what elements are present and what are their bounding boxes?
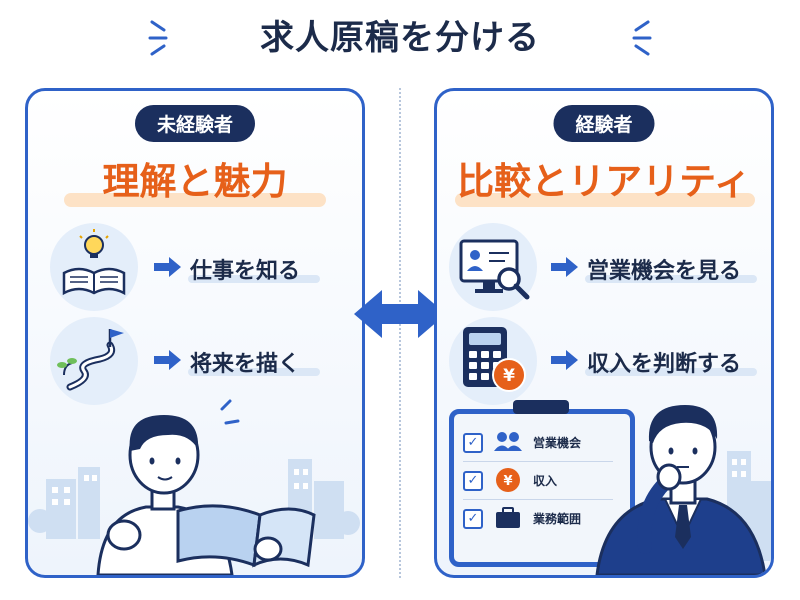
checklist-board <box>449 409 635 567</box>
arrow-right-icon <box>154 257 181 277</box>
item-label-envision-future: 将来を描く <box>190 352 301 377</box>
experienced-panel: 経験者 比較とリアリティ 営業機会を見る <box>434 88 774 578</box>
inexperienced-headline: 理解と魅力 <box>102 160 288 203</box>
inexperienced-panel: 未経験者 理解と魅力 仕事を知る <box>25 88 365 578</box>
person-reading-illustration <box>28 399 360 575</box>
winding-path-flag-icon <box>50 317 138 405</box>
inexperienced-badge: 未経験者 <box>134 105 256 142</box>
item-label-see-sales-opportunity: 営業機会を見る <box>587 259 742 284</box>
title-sparks-left <box>148 20 168 56</box>
svg-text:¥: ¥ <box>503 366 515 386</box>
checklist-rule <box>463 499 613 500</box>
checklist-label-income: 収入 <box>533 474 558 488</box>
label-underline <box>188 275 320 283</box>
checklist-label-job-scope: 業務範囲 <box>533 512 582 526</box>
clipboard-clip <box>513 400 569 414</box>
experienced-headline: 比較とリアリティ <box>457 160 751 203</box>
label-underline <box>585 368 757 376</box>
checkbox-checked-icon: ✓ <box>463 471 483 491</box>
label-underline <box>585 275 757 283</box>
yen-coin-icon: ¥ <box>496 468 520 492</box>
item-label-know-job: 仕事を知る <box>190 259 301 284</box>
svg-text:¥: ¥ <box>503 474 512 489</box>
arrow-right-icon <box>154 350 181 370</box>
item-label-judge-income: 収入を判断する <box>587 352 742 377</box>
monitor-magnifier-icon <box>449 223 537 311</box>
businessman-illustration <box>595 405 767 575</box>
arrow-right-icon <box>551 350 578 370</box>
double-arrow-icon <box>354 290 446 338</box>
title-sparks-right <box>632 20 652 56</box>
checklist-rule <box>463 461 613 462</box>
headline-highlight <box>455 193 755 207</box>
checklist-label-sales-opportunity: 営業機会 <box>533 436 582 450</box>
briefcase-icon <box>496 507 520 528</box>
label-underline <box>188 368 320 376</box>
page-title: 求人原稿を分ける <box>260 18 540 58</box>
calculator-yen-coin-icon: ¥ <box>449 317 537 405</box>
arrow-right-icon <box>551 257 578 277</box>
checkbox-checked-icon: ✓ <box>463 509 483 529</box>
headline-highlight <box>64 193 326 207</box>
center-divider <box>399 88 401 578</box>
people-icon <box>494 432 522 451</box>
checkbox-checked-icon: ✓ <box>463 433 483 453</box>
open-book-lightbulb-icon <box>50 223 138 311</box>
experienced-badge: 経験者 <box>553 105 655 142</box>
